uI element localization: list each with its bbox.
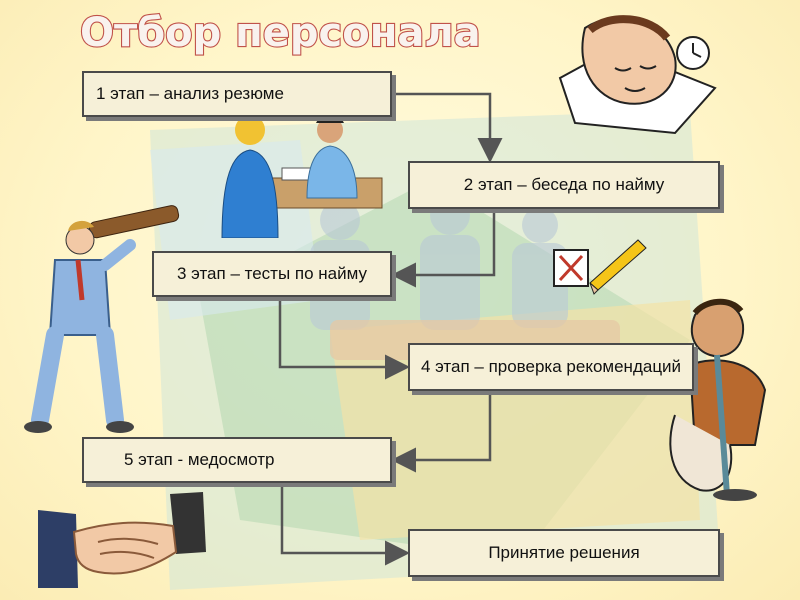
connector-2-3	[391, 209, 496, 288]
stage-1-box: 1 этап – анализ резюме	[82, 71, 392, 117]
page-title: Отбор персонала	[79, 9, 482, 56]
stage-4-label: 4 этап – проверка рекомендаций	[420, 356, 682, 376]
decision-box: Принятие решения	[408, 529, 720, 577]
stage-2-box: 2 этап – беседа по найму	[408, 161, 720, 209]
connector-1-2	[392, 92, 503, 163]
connector-5-6	[280, 483, 410, 566]
stage-5-label: 5 этап - медосмотр	[124, 449, 275, 469]
checkbox-pencil-clipart	[553, 239, 647, 295]
page-title-text: Отбор персонала	[80, 10, 481, 56]
stage-3-box: 3 этап – тесты по найму	[152, 251, 392, 297]
decision-label: Принятие решения	[488, 542, 640, 562]
telescope-man-clipart	[24, 205, 180, 433]
stage-2-label: 2 этап – беседа по найму	[463, 174, 665, 194]
stage-4-box: 4 этап – проверка рекомендаций	[408, 343, 694, 391]
stage-5-box: 5 этап - медосмотр	[82, 437, 392, 483]
interview-clipart	[221, 115, 383, 238]
stage-3-label: 3 этап – тесты по найму	[176, 263, 367, 283]
tired-man-clipart	[669, 298, 767, 501]
connector-3-4	[278, 297, 410, 380]
handshake-clipart	[38, 492, 206, 588]
stage-1-label: 1 этап – анализ резюме	[96, 83, 284, 103]
sleeping-man-clipart	[558, 15, 717, 135]
connector-4-5	[391, 391, 492, 473]
